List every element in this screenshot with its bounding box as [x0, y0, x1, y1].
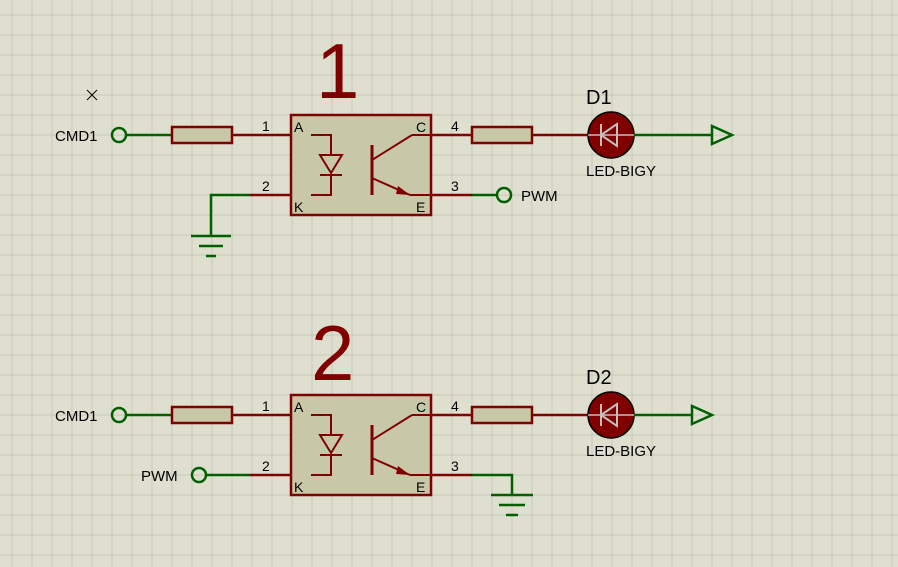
- pin-letter-cathode: K: [294, 199, 304, 215]
- led-reference: D1: [586, 87, 612, 109]
- pin-number-anode: 1: [262, 118, 270, 134]
- terminal-label-input: CMD1: [55, 128, 98, 145]
- pin-number-cathode: 2: [262, 458, 270, 474]
- pin-number-emitter: 3: [451, 178, 459, 194]
- power-arrow-icon[interactable]: [690, 404, 716, 426]
- resistor-icon[interactable]: [470, 405, 534, 425]
- circuit-1: 1 CMD1 1 2 A K C E: [55, 27, 736, 258]
- pin-letter-emitter: E: [416, 199, 425, 215]
- led-icon[interactable]: [587, 391, 635, 439]
- pin-number-collector: 4: [451, 118, 459, 134]
- circuit-number: 2: [311, 309, 354, 397]
- ground-icon[interactable]: [491, 493, 533, 517]
- optocoupler-icon[interactable]: A K C E: [289, 393, 433, 497]
- led-reference: D2: [586, 367, 612, 389]
- resistor-icon[interactable]: [170, 405, 234, 425]
- circuit-2: 2 CMD1 1 PWM 2 A K C E: [55, 309, 716, 517]
- ground-icon[interactable]: [191, 234, 231, 258]
- power-arrow-icon[interactable]: [710, 124, 736, 146]
- pin-number-collector: 4: [451, 398, 459, 414]
- led-value: LED-BIGY: [586, 443, 656, 460]
- pin-letter-anode: A: [294, 399, 304, 415]
- terminal-label-input: CMD1: [55, 408, 98, 425]
- pin-letter-emitter: E: [416, 479, 425, 495]
- terminal-circle-icon[interactable]: [495, 186, 513, 204]
- terminal-label-cathode: PWM: [141, 468, 178, 485]
- pin-number-cathode: 2: [262, 178, 270, 194]
- pin-letter-collector: C: [416, 119, 426, 135]
- optocoupler-icon[interactable]: A K C E: [289, 113, 433, 217]
- circuit-number: 1: [316, 27, 359, 115]
- led-icon[interactable]: [587, 111, 635, 159]
- pin-letter-cathode: K: [294, 479, 304, 495]
- resistor-icon[interactable]: [470, 125, 534, 145]
- wire[interactable]: [209, 193, 250, 236]
- pin-letter-collector: C: [416, 399, 426, 415]
- wire[interactable]: [472, 473, 514, 495]
- resistor-icon[interactable]: [170, 125, 234, 145]
- pin-number-anode: 1: [262, 398, 270, 414]
- origin-marker-icon: [86, 89, 98, 101]
- terminal-label-emitter: PWM: [521, 188, 558, 205]
- pin-letter-anode: A: [294, 119, 304, 135]
- pin-number-emitter: 3: [451, 458, 459, 474]
- led-value: LED-BIGY: [586, 163, 656, 180]
